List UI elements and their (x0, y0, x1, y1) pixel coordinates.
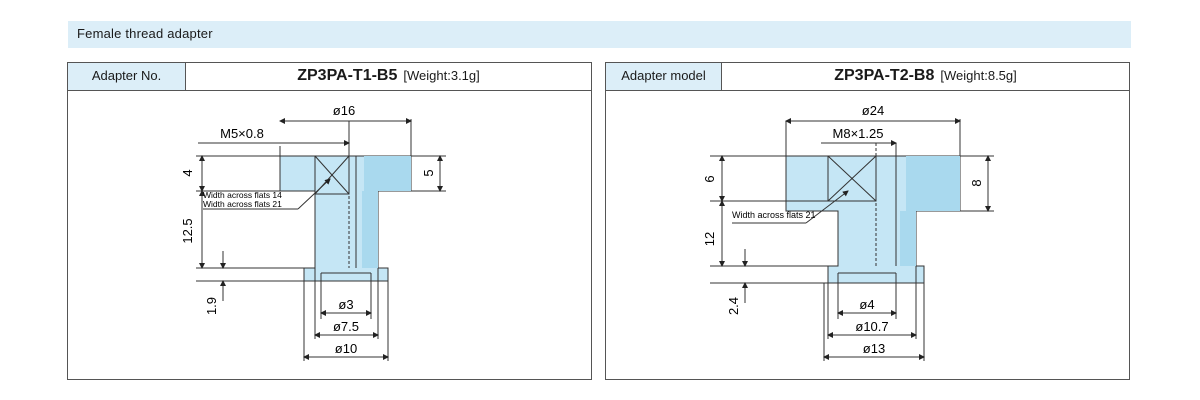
panel-2-model-row: ZP3PA-T2-B8 [Weight:8.5g] (722, 63, 1129, 90)
panel-1-label: Adapter No. (91, 68, 162, 83)
part-right-shade (364, 156, 411, 191)
panel-2-svg: ø24 M8×1.25 6 8 Width across flats 21 12… (702, 103, 994, 361)
dim-h-left: 6 (702, 175, 717, 182)
part-right-shade (906, 156, 960, 211)
dim-bore: ø3 (338, 297, 353, 312)
panel-2-weight: [Weight:8.5g] (940, 68, 1017, 83)
dim-stem: ø7.5 (333, 319, 359, 334)
panel-2-drawing: ø24 M8×1.25 6 8 Width across flats 21 12… (606, 91, 1129, 379)
panel-2-label-cell: Adapter model (606, 63, 722, 90)
panel-1-weight: [Weight:3.1g] (403, 68, 480, 83)
section-title: Female thread adapter (77, 26, 213, 41)
panel-1-svg: ø16 M5×0.8 4 5 Width across flats 14 Wid… (180, 103, 446, 361)
adapter-panel-2: Adapter model ZP3PA-T2-B8 [Weight:8.5g] (605, 62, 1130, 380)
part-stem-shade (900, 211, 916, 266)
section-header: Female thread adapter (68, 21, 1131, 48)
dim-top-dia: ø16 (333, 103, 355, 118)
part-flats-box (314, 155, 350, 195)
dim-h-left: 4 (180, 169, 195, 176)
panel-2-label: Adapter model (621, 68, 706, 83)
dim-h-mid: 12.5 (180, 218, 195, 243)
dim-flats: Width across flats 21 (732, 210, 816, 220)
dim-base: ø10 (335, 341, 357, 356)
panel-2-model-code: ZP3PA-T2-B8 (834, 67, 935, 84)
dim-thread: M5×0.8 (220, 126, 264, 141)
part-stem-shade (362, 191, 378, 268)
panel-1-label-cell: Adapter No. (68, 63, 186, 90)
dim-flats-b: Width across flats 21 (203, 199, 282, 209)
panel-1-model-row: ZP3PA-T1-B5 [Weight:3.1g] (186, 63, 591, 90)
dim-stem: ø10.7 (855, 319, 888, 334)
dim-h-mid: 12 (702, 232, 717, 246)
panel-1-drawing: ø16 M5×0.8 4 5 Width across flats 14 Wid… (68, 91, 591, 379)
dim-h-right: 8 (969, 179, 984, 186)
dim-thread: M8×1.25 (833, 126, 884, 141)
adapter-panel-1: Adapter No. ZP3PA-T1-B5 [Weight:3.1g] (67, 62, 592, 380)
panel-2-header: Adapter model ZP3PA-T2-B8 [Weight:8.5g] (606, 63, 1129, 91)
dim-base: ø13 (863, 341, 885, 356)
dim-h-right: 5 (421, 169, 436, 176)
dim-top-dia: ø24 (862, 103, 884, 118)
dim-h-bot: 1.9 (204, 297, 219, 315)
dim-h-bot: 2.4 (726, 297, 741, 315)
panel-1-model-code: ZP3PA-T1-B5 (297, 67, 398, 84)
dim-bore: ø4 (859, 297, 874, 312)
panel-1-header: Adapter No. ZP3PA-T1-B5 [Weight:3.1g] (68, 63, 591, 91)
dim-flats-a: Width across flats 14 (203, 190, 282, 200)
